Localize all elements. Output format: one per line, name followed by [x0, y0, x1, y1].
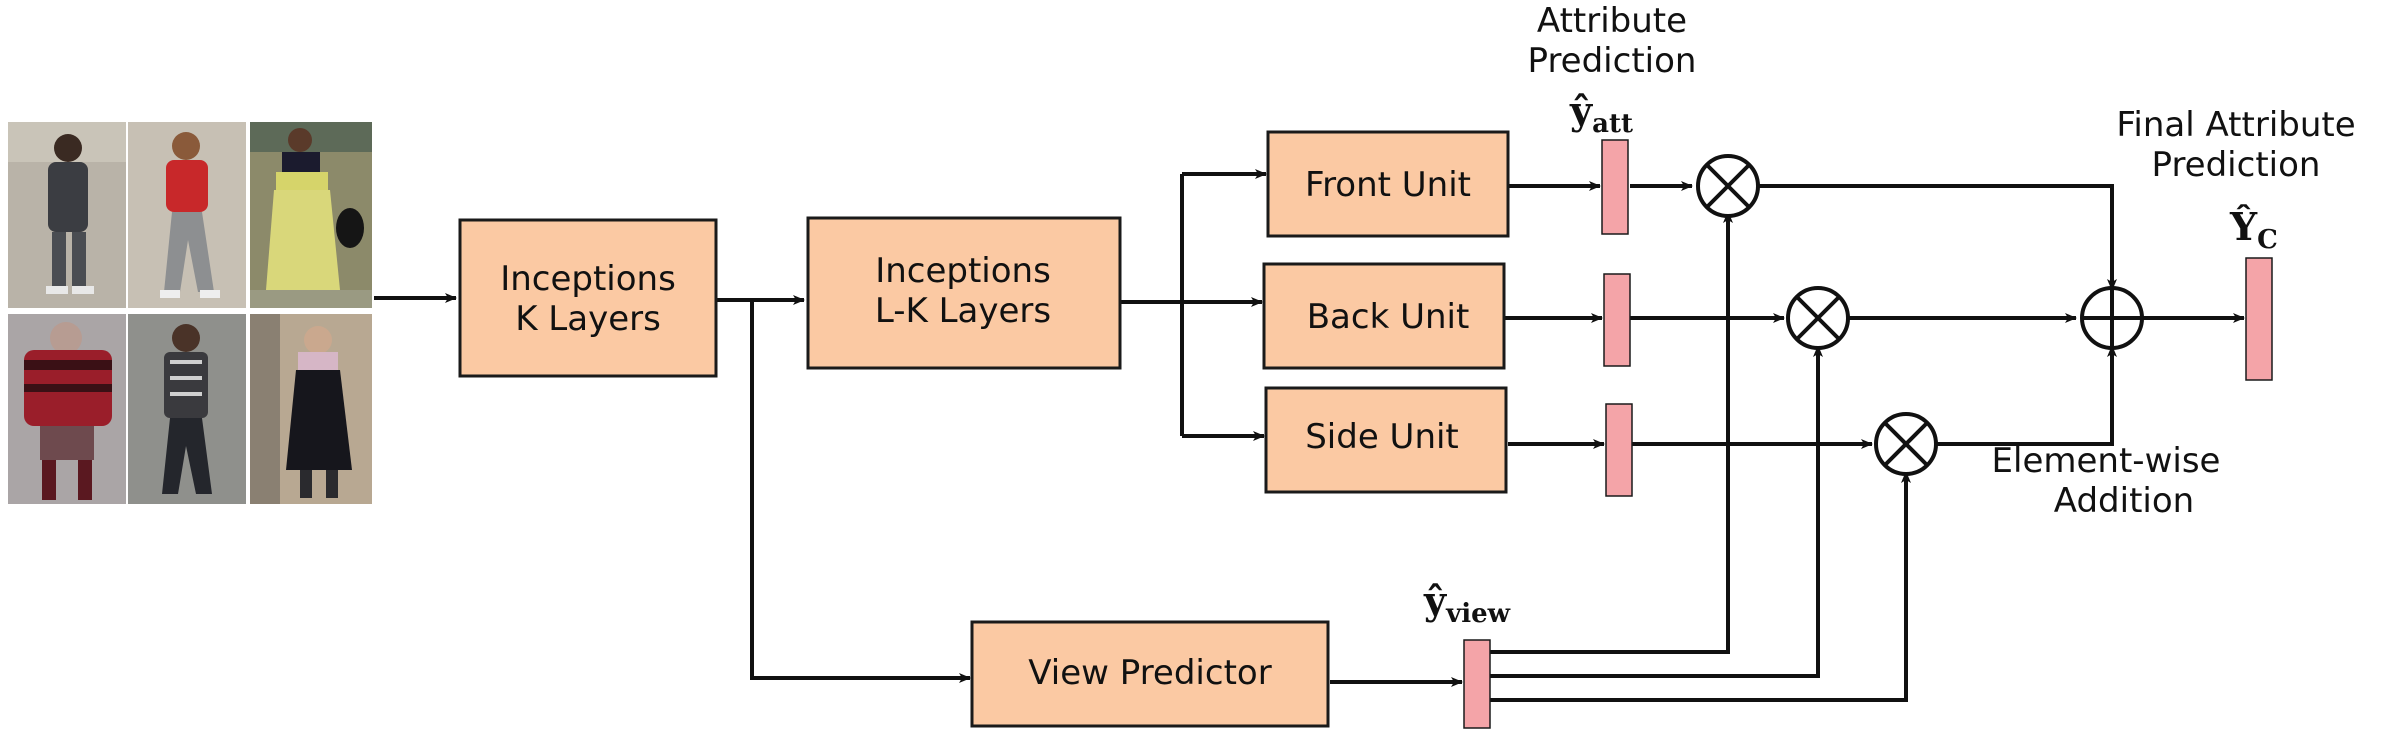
inceptions-k-label-line1: Inceptions	[500, 259, 676, 299]
element-wise-addition-label-line2: Addition	[2054, 481, 2194, 521]
back-attribute-bar	[1603, 273, 1631, 367]
view-predictor-box: View Predictor	[970, 620, 1330, 728]
pedestrian-photo	[128, 122, 246, 308]
circled-times-icon	[1786, 286, 1850, 350]
final-prediction-label-line2: Prediction	[2152, 145, 2321, 185]
back-unit-label: Back Unit	[1307, 297, 1470, 337]
arrow-side-mult-to-add	[1930, 345, 2117, 446]
arrow-to-view-predictor	[750, 300, 971, 683]
pedestrian-photo	[8, 314, 126, 504]
connectors	[374, 169, 2245, 702]
front-unit-label: Front Unit	[1305, 165, 1471, 205]
arrow-view-to-front-mult	[1490, 211, 1733, 654]
arrow-view-to-side-mult	[1490, 471, 1911, 702]
attribute-prediction-label-line1: Attribute	[1537, 1, 1687, 41]
attribute-prediction-label-line2: Prediction	[1528, 41, 1697, 81]
circled-plus-icon	[2080, 286, 2144, 350]
inceptions-lk-label-line1: Inceptions	[875, 251, 1051, 291]
pedestrian-photo	[128, 314, 246, 504]
y-c-symbol: ŶC	[2229, 204, 2278, 255]
view-prediction-bar	[1463, 639, 1491, 729]
back-unit-box: Back Unit	[1262, 262, 1506, 370]
inceptions-lk-label-line2: L-K Layers	[875, 291, 1051, 331]
pedestrian-photo	[250, 314, 372, 504]
circled-times-icon	[1874, 412, 1938, 476]
side-unit-box: Side Unit	[1264, 386, 1508, 494]
front-attribute-bar	[1601, 139, 1629, 235]
front-unit-box: Front Unit	[1266, 130, 1510, 238]
pedestrian-photo	[250, 122, 372, 308]
final-prediction-label-line1: Final Attribute	[2116, 105, 2355, 145]
y-att-symbol: ŷatt	[1569, 88, 1633, 139]
pedestrian-photo	[8, 122, 126, 308]
view-predictor-label: View Predictor	[1028, 653, 1271, 693]
element-wise-addition-label-line1: Element-wise	[1992, 441, 2221, 481]
arrow-front-mult-to-add	[1752, 184, 2117, 291]
y-view-symbol: ŷview	[1423, 578, 1511, 629]
side-unit-label: Side Unit	[1305, 417, 1459, 457]
inceptions-lk-layers-box: Inceptions L-K Layers	[806, 216, 1122, 370]
arrow-view-to-back-mult	[1490, 345, 1823, 678]
final-attribute-bar	[2245, 257, 2273, 381]
circled-times-icon	[1696, 154, 1760, 218]
pedestrian-photo-grid	[8, 122, 372, 504]
side-attribute-bar	[1605, 403, 1633, 497]
inceptions-k-label-line2: K Layers	[515, 299, 661, 339]
inceptions-k-layers-box: Inceptions K Layers	[458, 218, 718, 378]
